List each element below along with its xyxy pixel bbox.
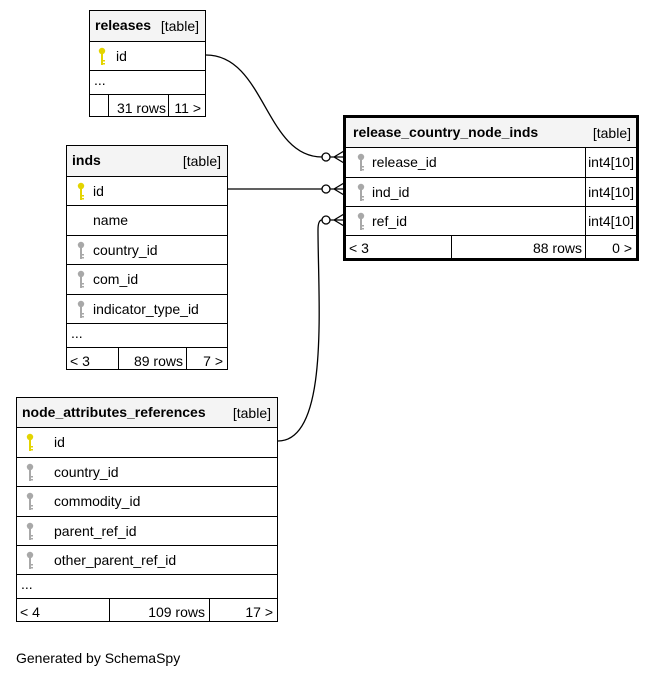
foreign-key-icon	[26, 551, 34, 569]
table-inds[interactable]: inds [table] id name country_id com_id i…	[66, 145, 228, 370]
column-row-commodity-id[interactable]: commodity_id	[17, 486, 277, 516]
table-kind: [table]	[160, 18, 199, 34]
column-name: ind_id	[372, 184, 410, 200]
type-separator	[585, 178, 586, 206]
column-name: name	[93, 212, 129, 228]
primary-key-icon	[26, 433, 34, 451]
table-header: inds [table]	[67, 146, 227, 176]
column-row-ref-id[interactable]: ref_id int4[10]	[346, 206, 636, 235]
table-releases[interactable]: releases [table] id ... 31 rows 11 >	[89, 10, 206, 117]
foreign-key-icon	[357, 153, 365, 171]
footer-row-count: 31 rows	[108, 95, 168, 116]
foreign-key-icon	[77, 241, 85, 259]
table-kind: [table]	[182, 153, 221, 169]
more-columns-ellipsis: ...	[21, 576, 33, 592]
column-name: other_parent_ref_id	[54, 552, 177, 568]
table-footer: 31 rows 11 >	[90, 94, 205, 116]
column-row-ind-id[interactable]: ind_id int4[10]	[346, 177, 636, 206]
ellipsis-row: ...	[90, 70, 205, 94]
table-header: releases [table]	[90, 11, 205, 41]
table-header: release_country_node_inds [table]	[346, 118, 636, 147]
type-separator	[585, 148, 586, 177]
foreign-key-icon	[26, 492, 34, 510]
column-row-com-id[interactable]: com_id	[67, 264, 227, 294]
footer-children[interactable]: 11 >	[168, 95, 205, 116]
table-name: release_country_node_inds	[353, 124, 539, 140]
ellipsis-row: ...	[67, 323, 227, 347]
column-name: commodity_id	[54, 493, 141, 509]
column-row-indicator-type-id[interactable]: indicator_type_id	[67, 294, 227, 323]
column-row-country-id[interactable]: country_id	[67, 235, 227, 264]
primary-key-icon	[77, 182, 85, 200]
column-row-other-parent-ref-id[interactable]: other_parent_ref_id	[17, 545, 277, 574]
type-separator	[585, 207, 586, 235]
column-row-id[interactable]: id	[90, 41, 205, 70]
table-name: releases	[95, 17, 152, 33]
table-name: node_attributes_references	[22, 404, 206, 420]
foreign-key-icon	[26, 463, 34, 481]
footer-children[interactable]: 7 >	[186, 348, 227, 369]
column-name: parent_ref_id	[54, 523, 137, 539]
column-name: ref_id	[372, 213, 408, 229]
table-name: inds	[72, 152, 101, 168]
column-name: id	[116, 48, 127, 64]
edge-end-ind-id	[321, 182, 345, 196]
table-footer: < 3 89 rows 7 >	[67, 347, 227, 369]
primary-key-icon	[98, 47, 106, 65]
footer-row-count: 89 rows	[118, 348, 186, 369]
table-header: node_attributes_references [table]	[17, 398, 277, 427]
footer-row-count: 88 rows	[451, 236, 585, 258]
edge-node-attributes-references-release-country-node-inds	[277, 219, 323, 442]
ellipsis-row: ...	[17, 574, 277, 598]
column-name: id	[93, 183, 104, 199]
footer-parents[interactable]: < 3	[70, 353, 90, 369]
column-row-name[interactable]: name	[67, 205, 227, 235]
footer-parents[interactable]	[90, 95, 108, 116]
column-name: indicator_type_id	[93, 301, 199, 317]
foreign-key-icon	[77, 300, 85, 318]
column-row-id[interactable]: id	[17, 427, 277, 457]
more-columns-ellipsis: ...	[94, 72, 106, 88]
column-type: int4[10]	[588, 213, 634, 229]
column-name: id	[54, 434, 65, 450]
column-name: release_id	[372, 154, 437, 170]
edge-releases-release-country-node-inds	[205, 54, 323, 158]
foreign-key-icon	[26, 522, 34, 540]
table-footer: < 3 88 rows 0 >	[346, 235, 636, 258]
footer-row-count: 109 rows	[109, 599, 209, 621]
foreign-key-icon	[77, 270, 85, 288]
column-row-parent-ref-id[interactable]: parent_ref_id	[17, 516, 277, 545]
edge-end-release-id	[321, 150, 345, 164]
column-row-id[interactable]: id	[67, 176, 227, 205]
column-type: int4[10]	[588, 154, 634, 170]
column-row-release-id[interactable]: release_id int4[10]	[346, 147, 636, 177]
table-kind: [table]	[232, 405, 271, 421]
column-name: country_id	[93, 242, 158, 258]
table-footer: < 4 109 rows 17 >	[17, 598, 277, 621]
footer-parents[interactable]: < 4	[20, 604, 40, 620]
table-node-attributes-references[interactable]: node_attributes_references [table] id co…	[16, 397, 278, 622]
foreign-key-icon	[357, 183, 365, 201]
table-release-country-node-inds[interactable]: release_country_node_inds [table] releas…	[343, 115, 639, 261]
column-name: country_id	[54, 464, 119, 480]
more-columns-ellipsis: ...	[71, 325, 83, 341]
table-kind: [table]	[592, 125, 631, 141]
edge-end-ref-id	[321, 213, 345, 227]
column-name: com_id	[93, 271, 139, 287]
footer-children[interactable]: 0 >	[585, 236, 636, 258]
foreign-key-icon	[357, 212, 365, 230]
footer-parents[interactable]: < 3	[349, 240, 369, 256]
column-type: int4[10]	[588, 184, 634, 200]
generated-by-caption: Generated by SchemaSpy	[16, 650, 181, 666]
column-row-country-id[interactable]: country_id	[17, 457, 277, 486]
footer-children[interactable]: 17 >	[209, 599, 277, 621]
